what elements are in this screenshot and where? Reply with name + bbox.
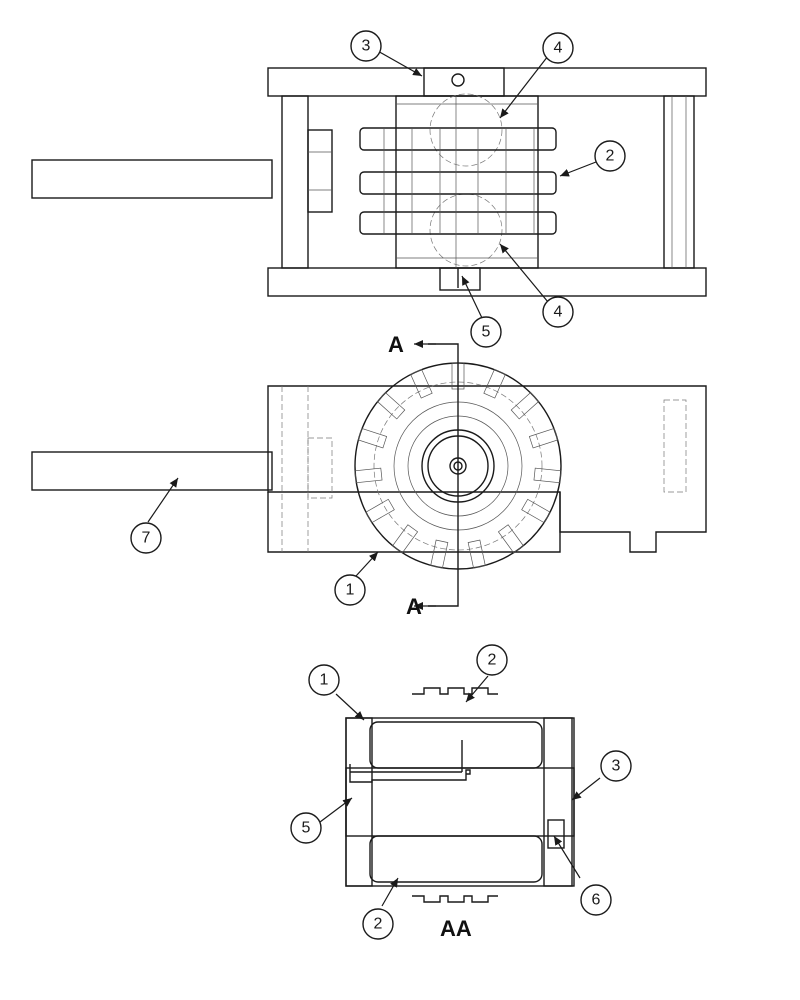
callout-section-6: 6	[580, 884, 612, 916]
callout-top-2: 2	[594, 140, 626, 172]
section-marker-top: A	[388, 332, 404, 357]
callout-front-7: 7	[130, 522, 162, 554]
svg-text:4: 4	[554, 304, 563, 321]
callout-section-3: 3	[600, 750, 632, 782]
svg-text:7: 7	[142, 530, 151, 547]
svg-text:2: 2	[374, 916, 383, 933]
svg-text:3: 3	[362, 38, 371, 55]
svg-text:2: 2	[488, 652, 497, 669]
top-view	[31, 67, 707, 297]
svg-text:1: 1	[320, 672, 329, 689]
section-view-label: AA	[440, 916, 472, 941]
callout-section-2-top: 2	[476, 644, 508, 676]
callout-top-4-lower: 4	[542, 296, 574, 328]
svg-text:6: 6	[592, 892, 601, 909]
callout-top-3: 3	[350, 30, 382, 62]
callout-front-1: 1	[334, 574, 366, 606]
svg-text:5: 5	[482, 324, 491, 341]
front-view	[31, 340, 707, 610]
svg-text:2: 2	[606, 148, 615, 165]
leader-lines	[147, 49, 601, 907]
section-marker-bottom: A	[406, 594, 422, 619]
svg-text:5: 5	[302, 820, 311, 837]
callout-section-1: 1	[308, 664, 340, 696]
callout-top-4-upper: 4	[542, 32, 574, 64]
svg-text:4: 4	[554, 40, 563, 57]
callout-section-5: 5	[290, 812, 322, 844]
callout-section-2-bottom: 2	[362, 908, 394, 940]
svg-text:3: 3	[612, 758, 621, 775]
section-view	[345, 687, 575, 903]
callout-top-5: 5	[470, 316, 502, 348]
svg-text:1: 1	[346, 582, 355, 599]
